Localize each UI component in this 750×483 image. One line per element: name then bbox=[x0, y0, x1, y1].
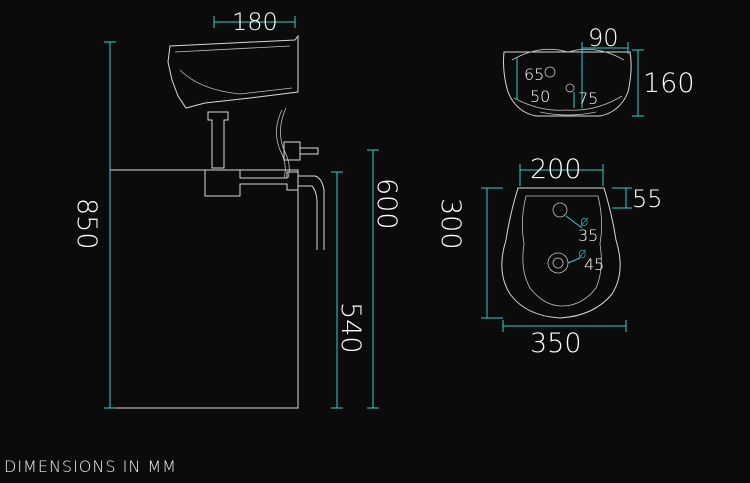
top-basin-outline bbox=[501, 187, 621, 319]
side-basin-inner bbox=[174, 45, 293, 95]
dim-label-35: 35 bbox=[578, 226, 598, 245]
supply-hose bbox=[276, 107, 290, 179]
dim-label-200: 200 bbox=[530, 154, 582, 185]
trap bbox=[204, 169, 299, 197]
top-basin-inner bbox=[522, 195, 602, 307]
supply-valve bbox=[283, 141, 319, 161]
leader-waste bbox=[567, 257, 581, 264]
front-tap-hole bbox=[544, 66, 556, 78]
dim-label-540: 540 bbox=[335, 302, 366, 354]
dim-label-600: 600 bbox=[371, 178, 402, 230]
dim-label-350: 350 bbox=[530, 328, 582, 359]
side-view: 180 850 600 540 bbox=[71, 8, 402, 409]
pedestal-outline bbox=[110, 169, 299, 409]
dim-label-90: 90 bbox=[588, 24, 619, 52]
dim-label-50: 50 bbox=[530, 87, 550, 106]
dim-label-160: 160 bbox=[643, 68, 695, 99]
top-tap-hole bbox=[552, 202, 568, 218]
dimensions-caption: DIMENSIONS IN MM bbox=[4, 457, 177, 476]
dim-label-45: 45 bbox=[584, 255, 604, 274]
dim-label-55: 55 bbox=[632, 185, 663, 213]
front-view: 90 160 65 50 75 bbox=[503, 24, 695, 117]
top-waste-outer bbox=[547, 252, 569, 274]
dim-label-65: 65 bbox=[524, 65, 544, 84]
outlet-pipe bbox=[298, 175, 325, 250]
dim-label-75: 75 bbox=[578, 89, 598, 108]
dim-label-300: 300 bbox=[435, 198, 466, 250]
side-basin-outline bbox=[167, 34, 299, 109]
waste-symbol: ø bbox=[578, 246, 587, 262]
tap-hole-symbol: ø bbox=[580, 214, 589, 230]
front-overflow bbox=[565, 83, 575, 93]
front-basin-inner bbox=[511, 48, 625, 116]
dim-label-180: 180 bbox=[232, 8, 278, 36]
top-view: 200 55 300 350 ø 35 ø 45 bbox=[435, 154, 663, 359]
waste-pipe bbox=[207, 111, 229, 169]
top-waste-inner bbox=[552, 257, 564, 269]
leader-tap-hole bbox=[565, 215, 583, 229]
dim-label-850: 850 bbox=[71, 198, 102, 250]
front-basin-outline bbox=[503, 51, 632, 117]
